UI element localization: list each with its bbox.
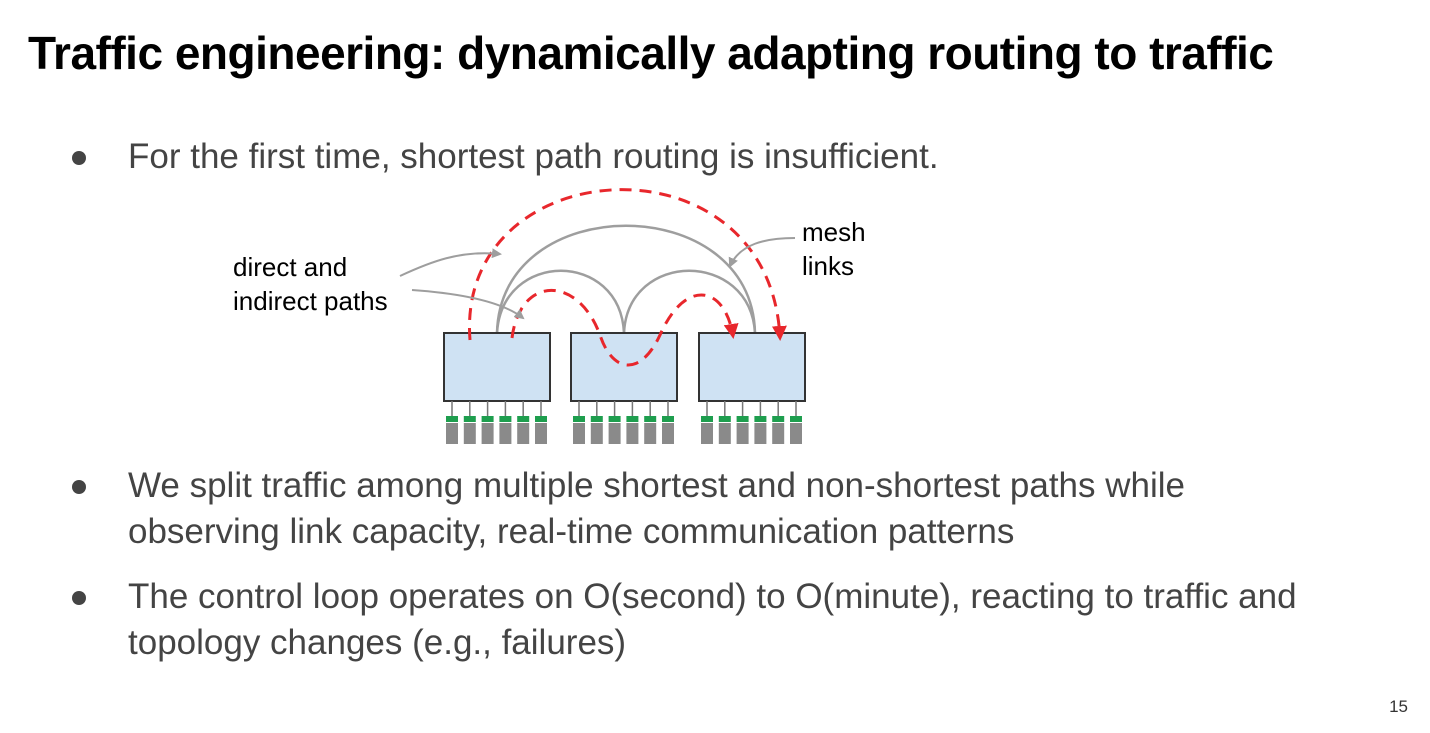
port-connector (718, 416, 731, 422)
bullet-text: We split traffic among multiple shortest… (128, 463, 1185, 555)
port-body (481, 423, 494, 444)
callout-arrow-indirect (411, 289, 525, 320)
port-body (736, 423, 749, 444)
mesh-label-line2: links (802, 251, 854, 281)
switches (443, 332, 806, 402)
port-connector (701, 416, 713, 422)
mesh-link-middle-right (622, 269, 757, 334)
bullet-line: observing link capacity, real-time commu… (128, 512, 1015, 551)
port-connector (499, 416, 512, 422)
callout-arrows (399, 237, 796, 320)
port-body (590, 423, 603, 444)
bullet-text: For the first time, shortest path routin… (128, 137, 939, 176)
port-connector (772, 416, 785, 422)
port-connector (573, 416, 585, 422)
port-body (573, 423, 585, 444)
port-body (446, 423, 458, 444)
callout-arrow-direct (399, 248, 502, 277)
paths-label-line2: indirect paths (233, 286, 388, 316)
port-connector (626, 416, 639, 422)
mesh-link-left-right (495, 224, 757, 334)
port-body (535, 423, 547, 444)
bullet-line: topology changes (e.g., failures) (128, 623, 627, 662)
bullet-line: We split traffic among multiple shortest… (128, 466, 1186, 505)
routing-paths (468, 188, 787, 367)
port-body (608, 423, 621, 444)
bullet-line: The control loop operates on O(second) t… (128, 577, 1297, 616)
port-connector (790, 416, 802, 422)
switch-right (698, 332, 806, 402)
port-connector (662, 416, 674, 422)
mesh-link-left-middle (495, 269, 626, 334)
page-number: 15 (1389, 697, 1408, 716)
port-connector (463, 416, 476, 422)
port-connector (590, 416, 603, 422)
callout-arrow-mesh (728, 237, 796, 268)
port-body (517, 423, 530, 444)
port-connector (481, 416, 494, 422)
port-body (701, 423, 713, 444)
switch-left (443, 332, 551, 402)
port-body (644, 423, 657, 444)
mesh-links (495, 224, 757, 334)
port-body (718, 423, 731, 444)
bullet-dot (72, 151, 86, 165)
port-body (754, 423, 767, 444)
port-connector (644, 416, 657, 422)
bullet-dot (72, 591, 86, 605)
switch-middle (570, 332, 678, 402)
port-connector (517, 416, 530, 422)
direct-path (468, 188, 787, 341)
port-body (626, 423, 639, 444)
mesh-label-line1: mesh (802, 217, 866, 247)
indirect-path (510, 288, 739, 367)
bullet-dot (72, 480, 86, 494)
port-connector (446, 416, 458, 422)
port-body (463, 423, 476, 444)
port-body (662, 423, 674, 444)
port-connector (535, 416, 547, 422)
port-body (772, 423, 785, 444)
port-connector (754, 416, 767, 422)
bullet-text: The control loop operates on O(second) t… (128, 574, 1297, 666)
port-body (790, 423, 802, 444)
port-body (499, 423, 512, 444)
paths-label-line1: direct and (233, 252, 347, 282)
port-connector (608, 416, 621, 422)
switch-ports (446, 401, 802, 444)
slide-title: Traffic engineering: dynamically adaptin… (28, 27, 1274, 79)
port-connector (736, 416, 749, 422)
